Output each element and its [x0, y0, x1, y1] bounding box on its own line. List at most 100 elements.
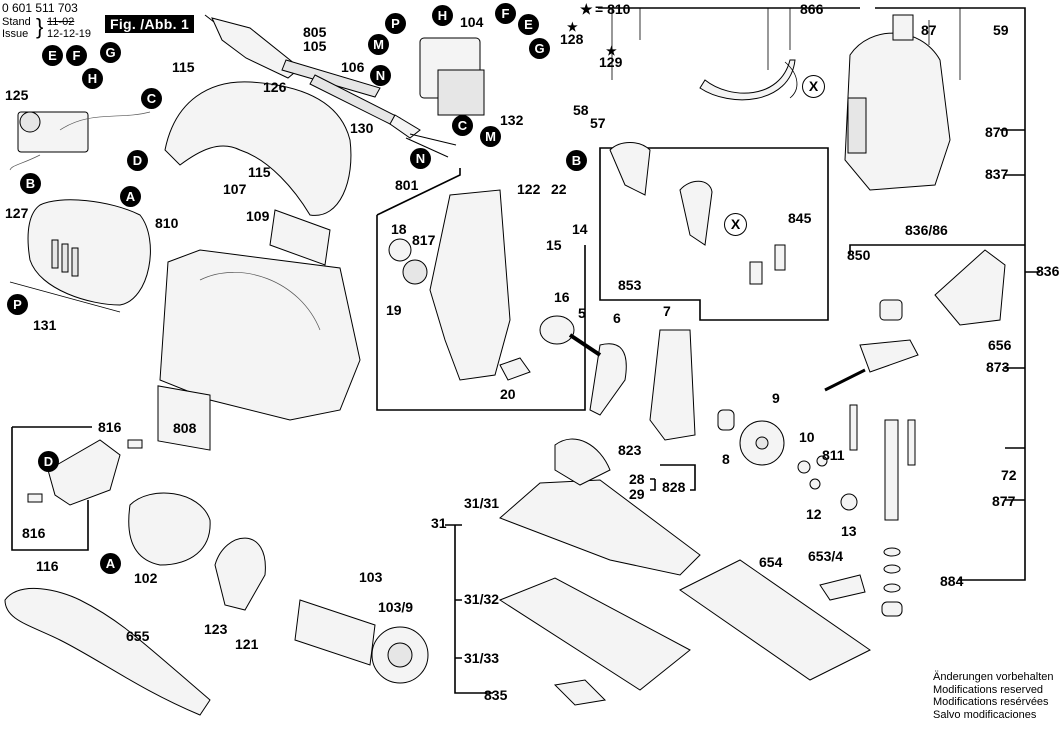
label-7: 7 — [663, 303, 671, 319]
marker-h-switch: H — [432, 5, 453, 26]
label-653-4: 653/4 — [808, 548, 844, 564]
gear-housing — [388, 189, 531, 381]
label-123: 123 — [204, 621, 228, 637]
part-number: 0 601 511 703 — [2, 1, 78, 15]
label-654: 654 — [759, 554, 783, 570]
needle-bearing-8 — [717, 409, 735, 431]
note-fr: Modifications resérvées — [933, 696, 1049, 708]
label-115: 115 — [172, 59, 195, 75]
label-31: 31 — [431, 515, 447, 531]
label-126: 126 — [263, 79, 287, 95]
motor-shell-right — [844, 14, 951, 191]
marker-d: D — [127, 150, 148, 171]
bracket-ticks — [849, 129, 1040, 501]
label-811: 811 — [822, 447, 845, 463]
lever-plate-7 — [649, 329, 696, 441]
label-884: 884 — [940, 573, 964, 589]
label-107: 107 — [223, 181, 247, 197]
label-16: 16 — [554, 289, 570, 305]
guide-plates — [609, 142, 786, 285]
label-115-b: 115 — [248, 164, 271, 180]
marker-h: H — [82, 68, 103, 89]
marker-f: F — [66, 45, 87, 66]
label-817: 817 — [412, 232, 436, 248]
label-845: 845 — [788, 210, 812, 226]
label-58: 58 — [573, 102, 589, 118]
label-72: 72 — [1001, 467, 1017, 483]
leader-lines-top — [611, 8, 961, 80]
label-805: 805 — [303, 24, 327, 40]
lever-plate-6 — [589, 343, 627, 416]
label-808 — [157, 385, 211, 451]
label-850: 850 — [847, 247, 871, 263]
label-6: 6 — [613, 310, 621, 326]
label-109: 109 — [246, 208, 270, 224]
marker-f-switch: F — [495, 3, 516, 24]
issue-date: 12-12-19 — [47, 28, 92, 40]
label-828: 828 — [662, 479, 686, 495]
star-icon: ★ — [580, 1, 593, 17]
label-29: 29 — [629, 486, 645, 502]
insert-654 — [679, 559, 871, 681]
label-836: 836 — [1036, 263, 1060, 279]
brush-holder — [47, 439, 121, 506]
label-87: 87 — [921, 22, 937, 38]
label-823: 823 — [618, 442, 642, 458]
label-835: 835 — [484, 687, 508, 703]
label-816-top: 816 — [98, 419, 122, 435]
marker-d-brush: D — [38, 451, 59, 472]
brace: } — [36, 14, 44, 39]
bow-clip — [699, 59, 796, 101]
marker-x-plate: X — [724, 213, 747, 236]
marker-c: C — [141, 88, 162, 109]
carbon-brush-a — [127, 439, 143, 449]
label-59: 59 — [993, 22, 1009, 38]
label-128: 128 — [560, 31, 584, 47]
label-31-32: 31/32 — [464, 591, 500, 607]
housing-half — [159, 249, 361, 421]
speed-control-board — [9, 111, 151, 171]
marker-x-shell: X — [802, 75, 825, 98]
label-836-86: 836/86 — [905, 222, 948, 238]
label-103-9: 103/9 — [378, 599, 414, 615]
label-14: 14 — [572, 221, 588, 237]
label-810: 810 — [155, 215, 179, 231]
label-105: 105 — [303, 38, 327, 54]
marker-m-cord: M — [480, 126, 501, 147]
label-837: 837 — [985, 166, 1009, 182]
label-10: 10 — [799, 429, 815, 445]
label-131: 131 — [33, 317, 57, 333]
label-129: 129 — [599, 54, 623, 70]
bracket-31 — [445, 524, 493, 694]
cable-131 — [9, 281, 121, 313]
marker-m-switch: M — [368, 34, 389, 55]
label-873: 873 — [986, 359, 1010, 375]
anti-splinter-653-4 — [819, 574, 866, 601]
label-127: 127 — [5, 205, 29, 221]
spring-wire — [784, 61, 798, 99]
issue-label: Issue — [2, 28, 29, 40]
label-808: 808 — [173, 420, 197, 436]
marker-b-cord: B — [566, 150, 587, 171]
label-130: 130 — [350, 120, 374, 136]
marker-n-switch: N — [370, 65, 391, 86]
motor-cap — [27, 199, 151, 306]
label-877: 877 — [992, 493, 1016, 509]
note-de: Änderungen vorbehalten — [933, 671, 1054, 683]
label-13: 13 — [841, 523, 857, 539]
label-57: 57 — [590, 115, 606, 131]
label-109 — [269, 209, 331, 266]
star-icon-129: ★ — [606, 44, 617, 58]
label-870: 870 — [985, 124, 1009, 140]
label-31-31: 31/31 — [464, 495, 500, 511]
label-19: 19 — [386, 302, 402, 318]
marker-g-switch: G — [529, 38, 550, 59]
marker-n-cord: N — [410, 148, 431, 169]
group-box-853-845 — [599, 147, 829, 321]
marker-p: P — [7, 294, 28, 315]
note-en: Modifications reserved — [933, 683, 1044, 696]
handle-cover — [164, 81, 352, 216]
bracket-828 — [650, 464, 696, 491]
figure-title: Fig. /Abb. 1 — [105, 15, 195, 33]
